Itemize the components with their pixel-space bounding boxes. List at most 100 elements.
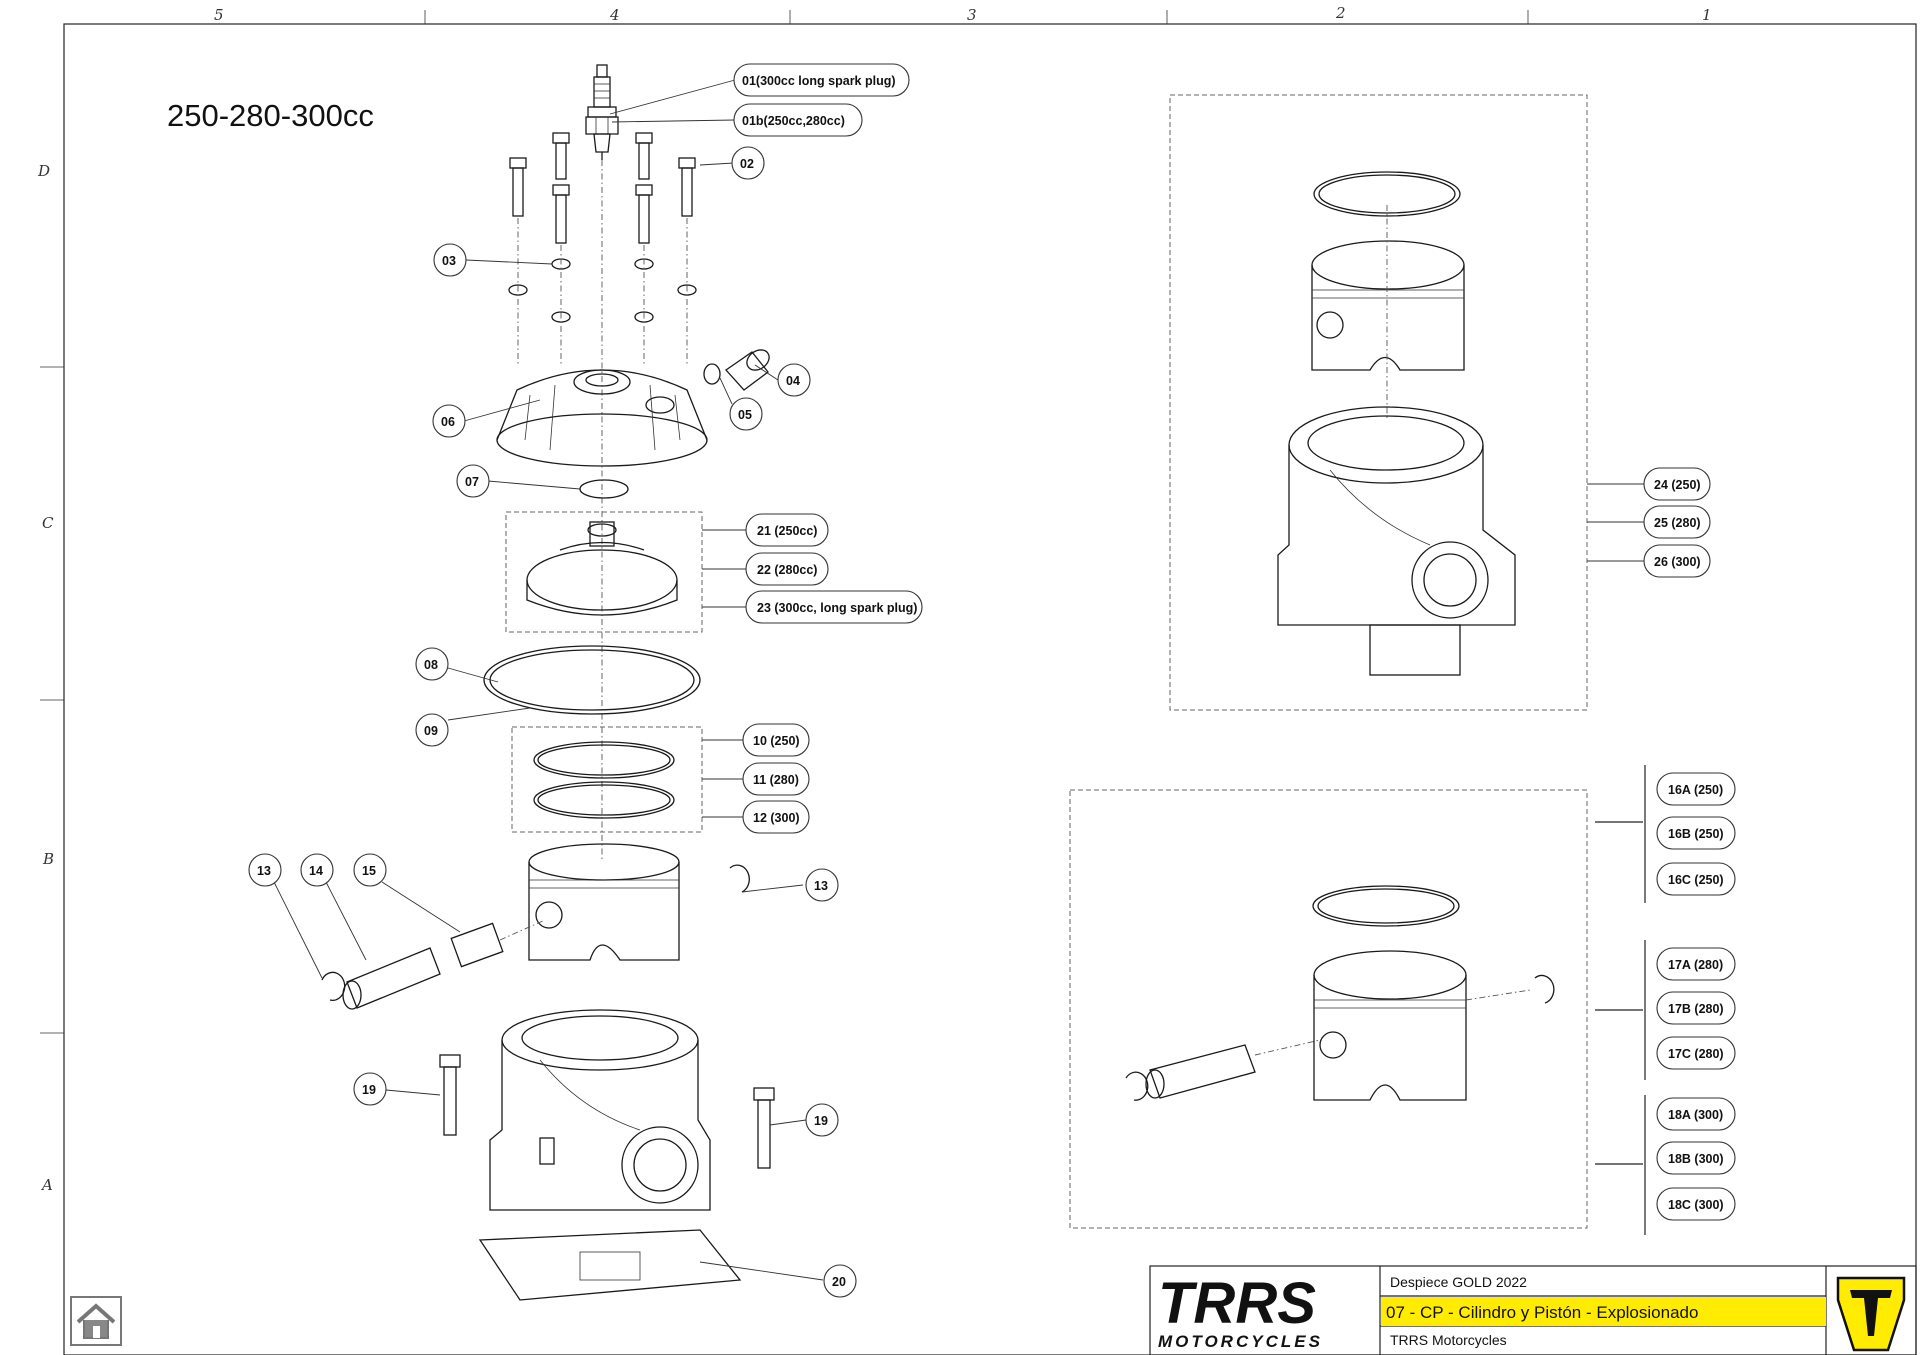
title-block: TRRS MOTORCYCLES Despiece GOLD 2022 07 -… (1149, 1265, 1917, 1355)
trrs-logo: TRRS (1158, 1271, 1316, 1336)
svg-text:18C (300): 18C (300) (1668, 1198, 1724, 1212)
callout-01[interactable]: 01(300cc long spark plug) (733, 63, 910, 97)
callout-21[interactable]: 21 (250cc) (745, 513, 829, 547)
callout-04[interactable]: 04 (777, 363, 811, 397)
callout-16a[interactable]: 16A (250) (1656, 772, 1736, 806)
svg-text:02: 02 (740, 157, 754, 171)
svg-text:16A (250): 16A (250) (1668, 783, 1723, 797)
svg-text:01b(250cc,280cc): 01b(250cc,280cc) (742, 114, 845, 128)
svg-text:03: 03 (442, 254, 456, 268)
trrs-emblem (1836, 1276, 1906, 1352)
callout-17a[interactable]: 17A (280) (1656, 947, 1736, 981)
svg-text:11 (280): 11 (280) (753, 773, 799, 787)
grid-col-4: 4 (609, 6, 620, 24)
callout-26[interactable]: 26 (300) (1643, 544, 1711, 578)
combustion-insert (526, 521, 678, 616)
grid-row-a: A (40, 1176, 53, 1194)
grid-row-c: C (42, 514, 54, 532)
callout-22[interactable]: 22 (280cc) (745, 552, 829, 586)
callout-15[interactable]: 15 (353, 853, 387, 887)
grid-col-3: 3 (967, 6, 977, 24)
callout-01b[interactable]: 01b(250cc,280cc) (733, 103, 863, 137)
svg-text:19: 19 (362, 1083, 376, 1097)
svg-text:18A (300): 18A (300) (1668, 1108, 1723, 1122)
svg-text:10 (250): 10 (250) (753, 734, 800, 748)
svg-text:21 (250cc): 21 (250cc) (757, 524, 817, 538)
home-button[interactable] (70, 1296, 122, 1346)
callout-16c[interactable]: 16C (250) (1656, 862, 1736, 896)
washers (508, 258, 697, 323)
svg-text:23 (300cc, long spark plug): 23 (300cc, long spark plug) (757, 601, 917, 615)
svg-text:25 (280): 25 (280) (1654, 516, 1701, 530)
svg-text:20: 20 (832, 1275, 846, 1289)
callout-24[interactable]: 24 (250) (1643, 467, 1711, 501)
callout-07[interactable]: 07 (456, 464, 490, 498)
piston (528, 843, 680, 961)
callout-11[interactable]: 11 (280) (742, 762, 810, 796)
callout-10[interactable]: 10 (250) (742, 723, 810, 757)
callout-13-left[interactable]: 13 (248, 853, 282, 887)
drawing-frame (63, 23, 1917, 1355)
grid-col-1: 1 (1702, 6, 1712, 24)
svg-text:04: 04 (786, 374, 800, 388)
svg-text:17A (280): 17A (280) (1668, 958, 1723, 972)
home-icon (76, 1303, 116, 1339)
callout-05[interactable]: 05 (729, 397, 763, 431)
water-fitting (703, 349, 770, 391)
cylinder-kit-illustration (1277, 171, 1516, 676)
document-name: Despiece GOLD 2022 (1390, 1274, 1527, 1290)
svg-text:12 (300): 12 (300) (753, 811, 800, 825)
svg-text:16B (250): 16B (250) (1668, 827, 1724, 841)
svg-text:17C (280): 17C (280) (1668, 1047, 1724, 1061)
callout-17c[interactable]: 17C (280) (1656, 1036, 1736, 1070)
grid-row-d: D (37, 162, 50, 180)
base-bolts (439, 1054, 775, 1169)
callout-18a[interactable]: 18A (300) (1656, 1097, 1736, 1131)
callout-08[interactable]: 08 (415, 647, 449, 681)
grid-col-2: 2 (1335, 4, 1346, 22)
svg-text:01(300cc long spark plug): 01(300cc long spark plug) (742, 74, 896, 88)
callout-12[interactable]: 12 (300) (742, 800, 810, 834)
grid-row-b: B (42, 850, 54, 868)
svg-text:13: 13 (257, 864, 271, 878)
cylinder-head (496, 369, 708, 467)
callout-20[interactable]: 20 (823, 1264, 857, 1298)
callout-02[interactable]: 02 (731, 146, 765, 180)
callout-16b[interactable]: 16B (250) (1656, 816, 1736, 850)
head-o-ring (579, 479, 629, 499)
callout-18c[interactable]: 18C (300) (1656, 1187, 1736, 1221)
svg-text:13: 13 (814, 879, 828, 893)
svg-text:19: 19 (814, 1114, 828, 1128)
piston-pin-parts (321, 864, 750, 1010)
model-title: 250-280-300cc (167, 98, 374, 133)
svg-text:09: 09 (424, 724, 438, 738)
head-gasket (483, 645, 701, 715)
head-bolts (509, 132, 696, 244)
callout-06[interactable]: 06 (432, 404, 466, 438)
callout-19-left[interactable]: 19 (353, 1072, 387, 1106)
svg-text:07: 07 (465, 475, 479, 489)
svg-text:14: 14 (309, 864, 323, 878)
callout-13-right[interactable]: 13 (805, 868, 839, 902)
company-name: TRRS Motorcycles (1390, 1332, 1507, 1348)
svg-text:18B (300): 18B (300) (1668, 1152, 1724, 1166)
callout-19-right[interactable]: 19 (805, 1103, 839, 1137)
svg-text:15: 15 (362, 864, 376, 878)
svg-text:08: 08 (424, 658, 438, 672)
spark-plug (585, 64, 619, 160)
callout-03[interactable]: 03 (433, 243, 467, 277)
trrs-logo-sub: MOTORCYCLES (1158, 1332, 1323, 1351)
callout-23[interactable]: 23 (300cc, long spark plug) (745, 590, 923, 624)
callout-18b[interactable]: 18B (300) (1656, 1141, 1736, 1175)
callout-09[interactable]: 09 (415, 713, 449, 747)
callout-17b[interactable]: 17B (280) (1656, 991, 1736, 1025)
piston-kit-illustration (1125, 885, 1555, 1101)
svg-text:22 (280cc): 22 (280cc) (757, 563, 817, 577)
callout-25[interactable]: 25 (280) (1643, 505, 1711, 539)
svg-text:17B (280): 17B (280) (1668, 1002, 1724, 1016)
svg-text:24 (250): 24 (250) (1654, 478, 1701, 492)
svg-text:26 (300): 26 (300) (1654, 555, 1701, 569)
callout-14[interactable]: 14 (300, 853, 334, 887)
svg-text:16C (250): 16C (250) (1668, 873, 1724, 887)
